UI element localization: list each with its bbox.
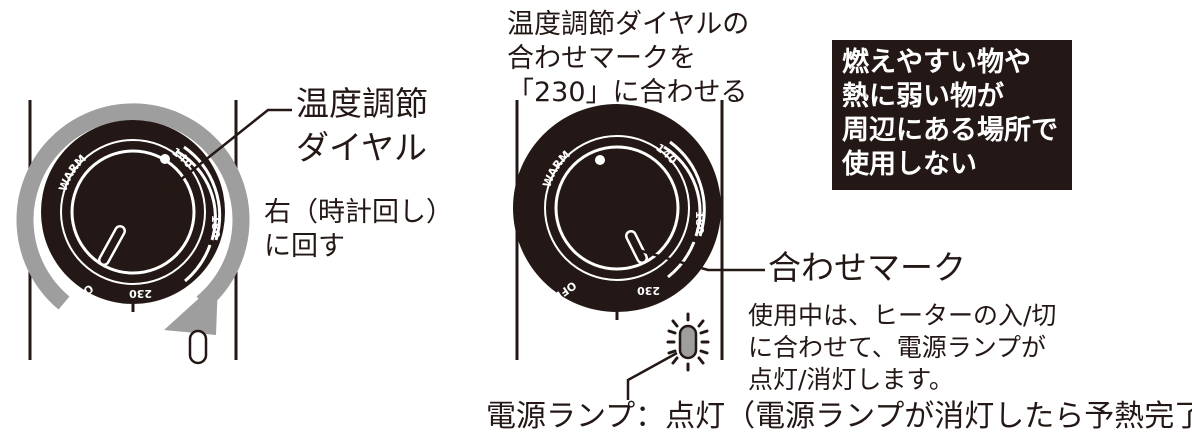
left-label-230: 230 xyxy=(129,287,152,300)
clockwise-arrow xyxy=(16,103,250,310)
right-label-230: 230 xyxy=(637,284,660,297)
right-label-180: 180 xyxy=(693,211,706,234)
left-temperature-dial: WARM 140 180 230 OFF xyxy=(16,103,250,335)
warning-box: 燃えやすい物や 熱に弱い物が 周辺にある場所で 使用しない xyxy=(832,40,1072,190)
left-label-180: 180 xyxy=(209,215,222,238)
right-power-lamp-lit xyxy=(666,312,710,372)
set-to-230-instruction: 温度調節ダイヤルの 合わせマークを 「230」に合わせる xyxy=(507,9,750,108)
left-callout-label: 温度調節 ダイヤル xyxy=(296,84,428,167)
alignment-mark-label: 合わせマーク xyxy=(768,248,966,287)
clockwise-arrowhead xyxy=(164,281,218,335)
lamp-behavior-note: 使用中は、ヒーターの入/切 に合わせて、電源ランプが 点灯/消灯します。 xyxy=(748,301,1057,394)
lamp-leader xyxy=(626,351,678,400)
left-dial-leader xyxy=(129,108,292,221)
right-temperature-dial: WARM 140 180 230 OFF xyxy=(513,104,721,320)
power-lamp-caption: 電源ランプ：点灯（電源ランプが消灯したら予熱完了） xyxy=(486,399,1192,434)
mark-leader xyxy=(637,248,765,272)
left-power-lamp xyxy=(188,329,208,365)
rotate-instruction: 右（時計回し） に回す xyxy=(264,197,453,262)
